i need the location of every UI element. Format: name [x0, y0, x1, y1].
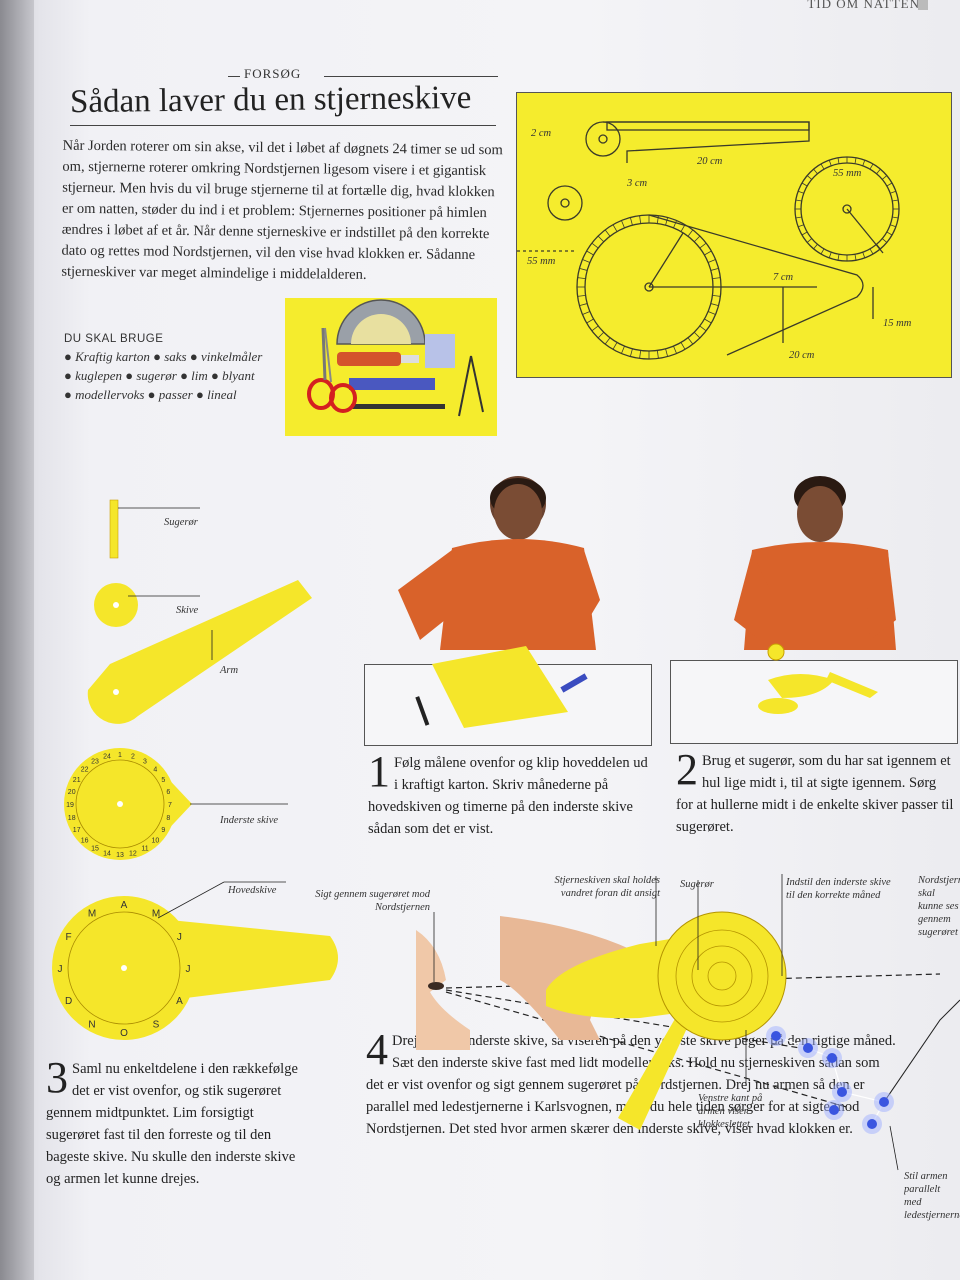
hour-number: 21 — [73, 777, 81, 784]
hour-number: 16 — [81, 837, 89, 844]
star-disc — [657, 911, 787, 1041]
star — [827, 1053, 837, 1063]
hour-number: 9 — [161, 827, 165, 834]
straw-label: Sugerør — [164, 517, 198, 528]
title-rule — [70, 125, 496, 126]
month-letter: M — [152, 909, 160, 920]
month-letter: M — [88, 909, 96, 920]
hour-number: 22 — [81, 767, 89, 774]
annot-north: Nordstjernen skal kunne ses gennem suger… — [918, 875, 960, 938]
star — [867, 1119, 877, 1129]
hour-number: 12 — [129, 850, 137, 857]
month-letter: J — [177, 932, 182, 943]
star — [837, 1087, 847, 1097]
yellow-card — [432, 646, 568, 728]
dim-label: 20 cm — [789, 350, 815, 361]
materials-title: DU SKAL BRUGE — [64, 333, 164, 345]
arm-label: Arm — [220, 665, 239, 676]
hour-number: 6 — [166, 789, 170, 796]
dim-label: 3 cm — [627, 178, 648, 189]
kicker-row: FORSØG — [228, 66, 498, 82]
pencil-icon — [351, 404, 445, 409]
annot-set: Indstil den inderste skive til den korre… — [786, 877, 891, 901]
month-letter: S — [153, 1019, 160, 1030]
hour-number: 5 — [161, 777, 165, 784]
hour-number: 15 — [91, 845, 99, 852]
month-letter: A — [121, 900, 128, 911]
hour-number: 7 — [168, 802, 172, 809]
tools-photo — [285, 298, 497, 436]
hour-number: 19 — [66, 802, 74, 809]
hour-number: 11 — [141, 845, 148, 852]
annot-left-edge: Venstre kant på armen viser klokkeslette… — [698, 1093, 763, 1130]
month-letter: J — [186, 964, 191, 975]
hour-number: 1 — [118, 752, 122, 759]
main-disc-label: Hovedskive — [228, 885, 277, 896]
month-letter: A — [176, 996, 183, 1007]
month-letter: J — [58, 964, 63, 975]
template-diagram: 2 cm 20 cm 3 cm 55 mm 55 mm 7 cm 15 mm 2… — [516, 92, 952, 378]
step2-photo-frame — [670, 660, 958, 744]
hour-number: 4 — [153, 767, 157, 774]
glue-tube-icon — [337, 352, 401, 366]
ruler-icon — [349, 378, 435, 390]
arm-piece — [618, 1000, 700, 1130]
star — [829, 1105, 839, 1115]
hour-number: 8 — [166, 815, 170, 822]
dim-label: 7 cm — [773, 272, 794, 283]
annot-sight: Sigt gennem sugerøret mod Nordstjernen — [315, 889, 430, 913]
protractor-icon — [336, 299, 426, 345]
hour-number: 14 — [103, 850, 111, 857]
hour-number: 18 — [68, 815, 76, 822]
disc-label: Skive — [176, 605, 199, 616]
dim-label: 20 cm — [697, 156, 723, 167]
inner-disc-label: Inderste skive — [220, 815, 279, 826]
hour-number: 10 — [151, 837, 159, 844]
compass-icon — [458, 355, 484, 417]
book-gutter — [0, 0, 34, 1280]
dim-label: 2 cm — [531, 128, 552, 139]
materials-list: ● Kraftig karton ● saks ● vinkelmåler ● … — [64, 349, 263, 402]
dim-label: 55 mm — [527, 256, 556, 267]
month-letter: N — [88, 1019, 95, 1030]
hour-number: 2 — [131, 754, 135, 761]
month-letter: O — [120, 1028, 128, 1039]
hour-number: 17 — [73, 827, 81, 834]
card-piece — [425, 334, 455, 368]
star — [771, 1031, 781, 1041]
hour-number: 3 — [143, 759, 147, 766]
annot-align: Stil armen parallelt med ledestjernerne — [904, 1171, 960, 1221]
section-header: TID OM NATTEN — [807, 0, 920, 11]
hour-number: 20 — [68, 789, 76, 796]
straw-part — [109, 499, 119, 559]
month-letter: F — [66, 932, 72, 943]
hour-number: 23 — [91, 759, 99, 766]
header-marker — [918, 0, 928, 10]
annot-hold: Stjerneskiven skal holdes vandret foran … — [554, 875, 660, 899]
arm-part — [87, 580, 312, 724]
star — [803, 1043, 813, 1053]
kicker: FORSØG — [244, 66, 302, 81]
month-letter: D — [65, 996, 72, 1007]
dim-label: 15 mm — [883, 318, 912, 329]
dim-label: 55 mm — [833, 168, 862, 179]
hour-number: 24 — [103, 754, 111, 761]
star — [879, 1097, 889, 1107]
hour-number: 13 — [116, 852, 124, 859]
annot-straw: Sugerør — [680, 879, 714, 890]
